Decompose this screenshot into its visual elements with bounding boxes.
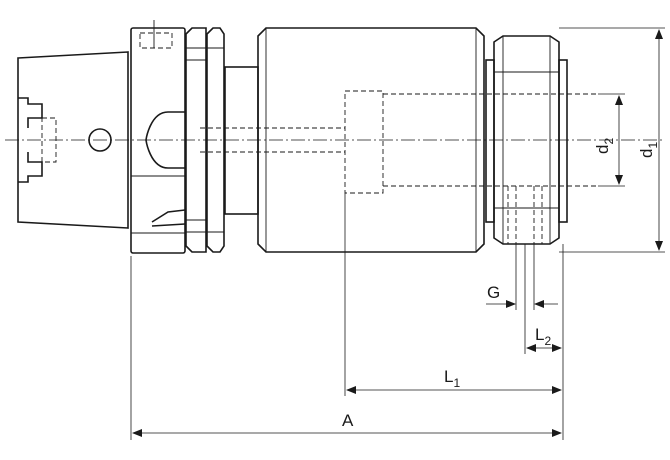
svg-text:d2: d2 xyxy=(593,138,616,154)
dimension-a: A xyxy=(130,256,562,440)
d1-subscript: 1 xyxy=(646,142,660,149)
svg-text:L1: L1 xyxy=(444,367,460,390)
coolant-hole xyxy=(88,128,112,152)
dimension-l1: L1 xyxy=(344,193,562,396)
a-label: A xyxy=(342,411,354,430)
g-label: G xyxy=(487,283,500,302)
taper-shank xyxy=(17,51,129,229)
svg-text:L2: L2 xyxy=(535,325,551,348)
dimension-d2: d2 xyxy=(593,93,625,187)
d1-label: d xyxy=(637,149,656,158)
d2-subscript: 2 xyxy=(602,138,616,145)
l1-subscript: 1 xyxy=(453,376,460,390)
flange xyxy=(130,20,186,254)
neck xyxy=(200,66,345,215)
dimension-d1: d1 xyxy=(559,27,665,253)
l2-subscript: 2 xyxy=(544,334,551,348)
svg-text:d1: d1 xyxy=(637,142,660,158)
dimension-l2: L2 xyxy=(524,244,564,440)
l1-label: L xyxy=(444,367,453,386)
clamping-nut xyxy=(485,35,568,245)
l2-label: L xyxy=(535,325,544,344)
main-body xyxy=(257,27,598,253)
gripper-groove xyxy=(185,27,225,253)
d2-label: d xyxy=(593,145,612,154)
dimension-g: G xyxy=(486,244,558,310)
